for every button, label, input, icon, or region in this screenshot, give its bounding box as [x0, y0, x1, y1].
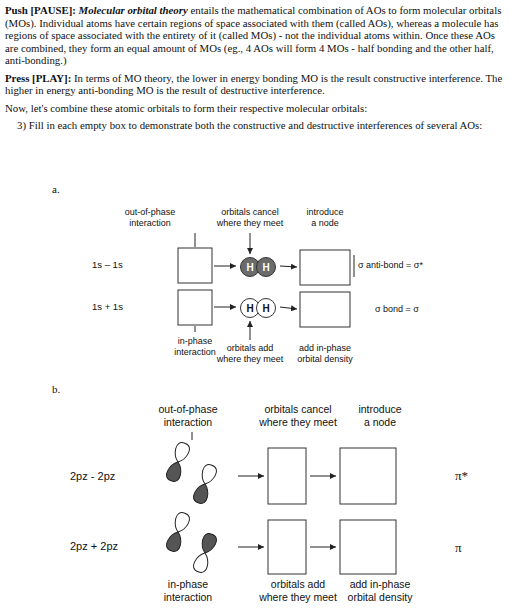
p-orbital-lobe: [199, 532, 219, 555]
flow-arrow: [238, 476, 264, 477]
annotation: add in-phase orbital density: [340, 578, 420, 603]
p-orbital-lobe: [192, 551, 212, 574]
paragraph: Push [PAUSE]:Molecular orbital theoryent…: [5, 4, 503, 67]
annotation: orbitals add where they meet: [256, 578, 341, 603]
row-label: 2pz + 2pz: [70, 540, 118, 553]
flow-arrow: [238, 547, 264, 548]
atom-symbol: H: [262, 262, 269, 273]
answer-box: [268, 520, 306, 574]
row-label: 1s – 1s: [92, 259, 123, 270]
paragraph-text: Press [PLAY]:: [5, 72, 71, 84]
p-orbital-lobe: [165, 460, 185, 483]
p-orbital-lobe: [199, 463, 219, 486]
atom-circle: H: [256, 298, 276, 318]
answer-box: [300, 250, 350, 285]
atom-symbol: H: [246, 303, 253, 314]
annotation: out-of-phase interaction: [148, 403, 228, 428]
annotation: in-phase interaction: [165, 336, 225, 358]
pointer-arrow: [250, 233, 251, 254]
mo-label: σ anti-bond = σ*: [358, 260, 423, 271]
paragraph-text: In terms of MO theory, the lower in ener…: [5, 72, 502, 97]
paragraph: Press [PLAY]:In terms of MO theory, the …: [5, 72, 503, 97]
answer-box: [178, 290, 212, 325]
p-orbital-lobe: [172, 441, 192, 464]
paragraph-text: Molecular orbital theory: [79, 4, 188, 16]
atom-circle: H: [256, 257, 276, 277]
p-orbital-lobe: [192, 482, 212, 505]
annotation: out-of-phase interaction: [115, 207, 185, 229]
answer-box: [178, 248, 212, 283]
instructions: Push [PAUSE]:Molecular orbital theoryent…: [5, 4, 503, 137]
paragraph-text: Now, let's combine these atomic orbitals…: [5, 102, 367, 114]
atom-circle-shape: [257, 258, 276, 277]
flow-arrow: [280, 266, 297, 267]
bracket-line: [354, 255, 355, 277]
paragraph: 3) Fill in each empty box to demonstrate…: [5, 119, 503, 132]
paragraph: Now, let's combine these atomic orbitals…: [5, 102, 503, 115]
paragraph-text: 3) Fill in each empty box to demonstrate…: [17, 119, 482, 131]
pointer-arrow: [250, 321, 251, 340]
part-letter: b.: [52, 383, 60, 396]
answer-box: [340, 448, 396, 504]
flow-arrow: [214, 307, 236, 308]
part-letter: a.: [52, 183, 60, 196]
annotation: orbitals cancel where they meet: [210, 207, 290, 229]
atom-symbol: H: [262, 303, 269, 314]
leader-line: [195, 326, 196, 332]
answer-box: [300, 292, 350, 327]
leader-line: [195, 233, 196, 247]
flow-arrow: [310, 476, 336, 477]
flow-arrow: [310, 547, 336, 548]
mo-label: σ bond = σ: [375, 304, 419, 315]
annotation: add in-phase orbital density: [290, 343, 360, 365]
atom-symbol: H: [246, 262, 253, 273]
atom-circle-shape: [257, 299, 276, 318]
row-label: 2pz - 2pz: [70, 470, 115, 483]
leader-line: [192, 432, 193, 440]
p-orbital-lobe: [172, 511, 192, 534]
flow-arrow: [280, 307, 297, 309]
paragraph-text: Push [PAUSE]:: [5, 4, 76, 16]
row-label: 1s + 1s: [92, 301, 123, 312]
annotation: in-phase interaction: [148, 578, 228, 603]
annotation: introduce a node: [356, 403, 404, 428]
p-orbital-lobe: [165, 530, 185, 553]
answer-box: [268, 448, 306, 504]
annotation: orbitals cancel where they meet: [253, 403, 343, 428]
annotation: introduce a node: [304, 207, 346, 229]
answer-box: [340, 520, 396, 574]
mo-label: π: [455, 540, 462, 556]
annotation: orbitals add where they meet: [215, 343, 285, 365]
flow-arrow: [214, 266, 236, 267]
mo-label: π*: [455, 468, 468, 484]
